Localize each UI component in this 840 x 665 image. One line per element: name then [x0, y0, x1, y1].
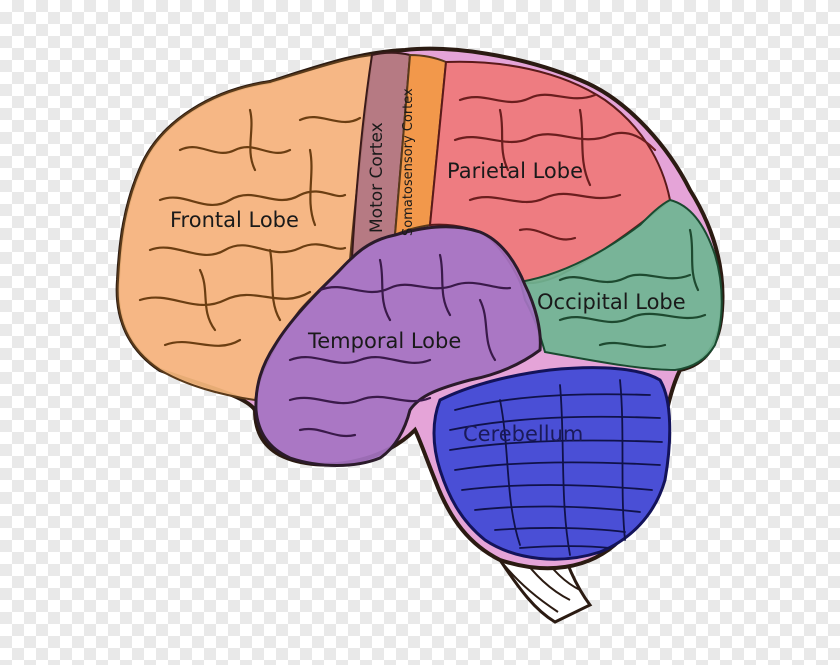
motor-cortex-label: Motor Cortex: [367, 122, 387, 233]
frontal-lobe-label: Frontal Lobe: [170, 208, 299, 232]
temporal-lobe-label: Temporal Lobe: [307, 329, 461, 353]
occipital-lobe-label: Occipital Lobe: [537, 290, 686, 314]
parietal-lobe-label: Parietal Lobe: [447, 159, 583, 183]
parietal-lobe-region: [428, 60, 672, 285]
temporal-lobe-region: [254, 225, 542, 467]
somatosensory-cortex-label: Somatosensory Cortex: [401, 88, 416, 236]
cerebellum-label: Cerebellum: [463, 422, 583, 446]
labels: Frontal Lobe Motor Cortex Somatosensory …: [170, 88, 686, 446]
occipital-lobe-region: [518, 198, 723, 372]
cerebellum-region: [432, 366, 672, 561]
